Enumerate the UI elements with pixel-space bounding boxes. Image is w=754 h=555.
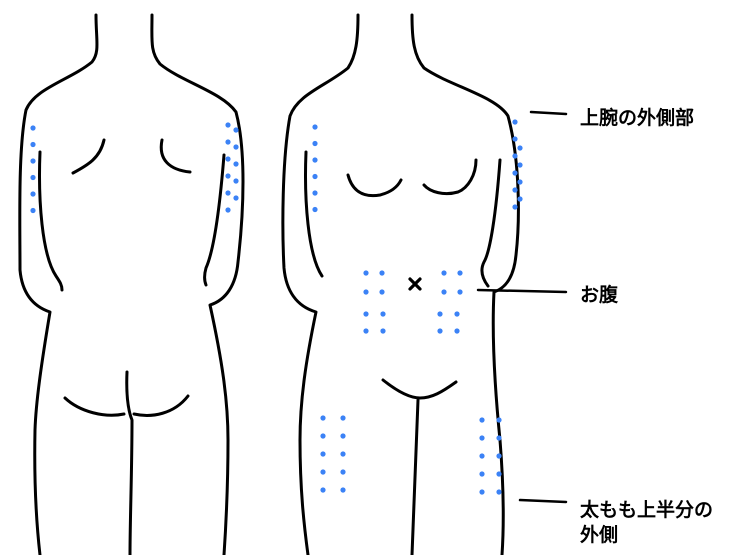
left-thigh-dot: [320, 469, 326, 475]
front-figure-right-breast: [422, 158, 478, 196]
front-left-arm-dot: [312, 173, 318, 180]
back-left-arm-dot: [30, 158, 36, 164]
back-figure-buttocks-right: [132, 394, 190, 417]
left-thigh-dot: [320, 451, 326, 457]
front-right-arm-dot: [512, 187, 518, 193]
right-thigh-dot: [496, 453, 502, 459]
left-thigh-dot: [340, 433, 346, 439]
thigh-label-line2: 外側: [580, 524, 619, 546]
thigh-label-line1: 太もも上半分の: [580, 499, 714, 521]
back-right-arm-dot: [225, 190, 231, 196]
abdomen-dot: [437, 328, 443, 334]
front-right-arm-dot: [517, 179, 523, 185]
abdomen-leader-line: [476, 288, 568, 294]
front-left-arm-dot: [312, 140, 318, 147]
front-figure-right-outline: [410, 13, 520, 555]
back-right-arm-dot: [233, 144, 239, 150]
abdomen-dot: [379, 289, 385, 295]
front-left-arm-dot: [312, 190, 318, 196]
left-thigh-dot: [320, 487, 326, 493]
right-thigh-dot: [479, 435, 485, 441]
abdomen-dot: [441, 270, 447, 276]
front-right-arm-dot: [512, 119, 518, 125]
front-figure-left-breast: [346, 173, 403, 198]
front-left-arm-dot: [312, 206, 318, 213]
back-figure-cleft: [125, 370, 134, 555]
back-left-arm-dot: [30, 191, 36, 197]
abdomen-dot: [441, 289, 447, 295]
abdomen-dot: [454, 311, 460, 317]
abdomen-dot: [380, 328, 386, 334]
right-thigh-dot: [496, 471, 502, 477]
left-thigh-dot: [320, 415, 326, 421]
front-right-arm-dot: [517, 162, 523, 168]
front-figure-right-arm-inner: [480, 158, 502, 288]
right-thigh-dot: [479, 471, 485, 477]
back-right-arm-dot: [233, 195, 239, 201]
back-right-arm-dot: [225, 207, 231, 213]
back-right-arm-dot: [233, 178, 239, 184]
abdomen-dot: [363, 270, 369, 276]
front-left-arm-dot: [312, 157, 318, 163]
left-thigh-dot: [320, 433, 326, 439]
abdomen-dot: [457, 289, 463, 295]
back-figure-right-outline: [150, 13, 245, 555]
left-thigh-dot: [340, 487, 346, 493]
right-thigh-dot: [496, 435, 502, 441]
right-thigh-dot: [479, 453, 485, 459]
upper-arm-leader-line: [529, 110, 568, 116]
back-view-figure: [18, 13, 245, 555]
right-thigh-dot: [496, 489, 502, 495]
back-figure-left-arm-inner: [38, 150, 64, 292]
injection-site-dots: [30, 119, 523, 495]
abdomen-label: お腹: [580, 284, 619, 306]
back-figure-buttocks-left: [63, 396, 126, 417]
front-right-arm-dot: [512, 204, 518, 210]
back-right-arm-dot: [225, 139, 231, 145]
front-left-arm-dot: [312, 124, 318, 130]
abdomen-dot: [363, 311, 369, 317]
abdomen-dot: [363, 328, 369, 334]
front-right-arm-dot: [512, 136, 518, 142]
back-figure-right-arm-inner: [203, 153, 226, 287]
thigh-leader-line: [518, 498, 568, 504]
back-right-arm-dot: [225, 122, 231, 128]
front-figure-left-arm-inner: [304, 150, 324, 278]
back-right-arm-dot: [233, 127, 239, 133]
front-right-arm-dot: [517, 196, 523, 202]
back-left-arm-dot: [30, 207, 36, 214]
back-left-arm-dot: [30, 141, 36, 148]
abdomen-dot: [363, 289, 369, 295]
back-right-arm-dot: [225, 173, 231, 179]
back-right-arm-dot: [233, 161, 239, 167]
abdomen-dot: [379, 270, 385, 276]
left-thigh-dot: [340, 451, 346, 457]
back-figure-left-shoulder-blade: [71, 138, 106, 175]
left-thigh-dot: [340, 469, 346, 475]
abdomen-dot: [457, 270, 463, 276]
right-thigh-dot: [496, 417, 502, 423]
front-figure-inner-legs: [410, 398, 420, 555]
front-figure-left-outline: [281, 13, 360, 555]
navel-cross-marker: [408, 277, 422, 291]
thigh-label: 太もも上半分の 外側: [580, 498, 713, 548]
left-thigh-dot: [340, 415, 346, 421]
back-figure-left-outline: [18, 13, 99, 555]
back-left-arm-dot: [30, 174, 36, 181]
abdomen-dot: [437, 311, 443, 317]
abdomen-dot: [454, 328, 460, 334]
back-left-arm-dot: [30, 125, 36, 131]
front-right-arm-dot: [517, 145, 523, 151]
right-thigh-dot: [479, 489, 485, 495]
upper-arm-label: 上腕の外側部: [580, 107, 695, 129]
abdomen-dot: [380, 311, 386, 317]
back-right-arm-dot: [225, 156, 231, 162]
back-figure-right-shoulder-blade: [159, 138, 192, 174]
front-right-arm-dot: [512, 170, 518, 176]
front-right-arm-dot: [512, 153, 518, 159]
right-thigh-dot: [479, 417, 485, 423]
front-figure-groin: [381, 378, 458, 400]
